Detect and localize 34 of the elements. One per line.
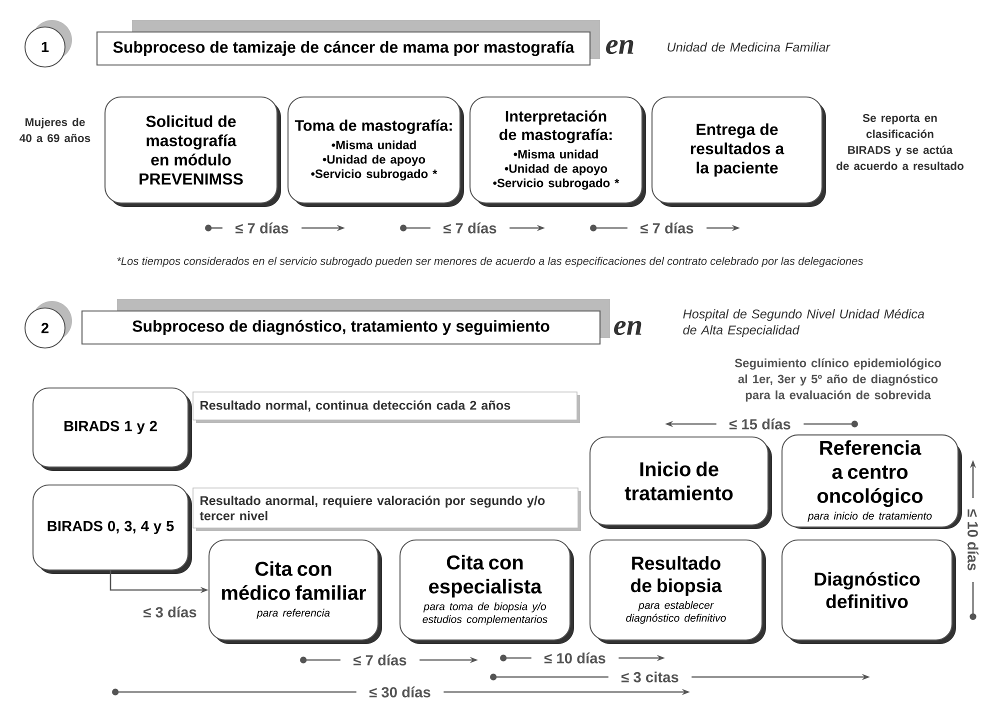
process-box: Diagnóstico definitivo bbox=[781, 539, 956, 644]
process-box: Cita con médico familiar para referencia bbox=[208, 539, 382, 644]
duration-label: ≤ 7 días bbox=[640, 222, 694, 234]
process-box: Interpretación de mastografía: •Misma unidad •Unidad de apoyo •Servicio subrogado * bbox=[469, 96, 646, 207]
heading-box: Subproceso de tamizaje de cáncer de mama por mastografía bbox=[96, 20, 600, 66]
heading-box: Subproceso de diagnóstico, tratamiento y seguimiento bbox=[81, 299, 610, 345]
side-note: Se reporta en clasificación BIRADS y se actúa de acuerdo a resultado bbox=[836, 114, 964, 170]
process-box: Cita con especialista para toma de biopsia y/o estudios complementarios bbox=[399, 539, 574, 644]
duration-label: ≤ 15 días bbox=[729, 418, 790, 430]
script-word: en bbox=[614, 320, 642, 336]
footnote: *Los tiempos considerados en el servicio subrogado pueden ser menores de acuerdo a las especificaciones del contrato celebrado por las delegaciones bbox=[117, 256, 864, 268]
place-label: Unidad de Medicina Familiar bbox=[668, 42, 830, 52]
duration-label: ≤ 7 días bbox=[354, 654, 406, 666]
process-box: BIRADS 1 y 2 bbox=[32, 387, 192, 471]
process-box: Resultado de biopsia para establecer diagnóstico definitivo bbox=[589, 539, 766, 644]
side-note: Mujeres de 40 a 69 años bbox=[20, 118, 90, 142]
process-box: Referencia a centro oncológico para inicio de tratamiento bbox=[781, 434, 962, 529]
process-box: BIRADS 0, 3, 4 y 5 bbox=[32, 484, 192, 574]
duration-label: ≤ 10 días bbox=[968, 509, 978, 570]
script-word: en bbox=[606, 40, 634, 54]
process-box: Toma de mastografía: •Misma unidad •Unidad de apoyo •Servicio subrogado * bbox=[287, 96, 464, 207]
edge-label: ≤ 3 días bbox=[142, 605, 198, 619]
follow-up-note: Seguimiento clínico epidemiológico al 1er, 3er y 5º año de diagnóstico para la evaluación de sobrevida bbox=[734, 358, 941, 402]
process-box: Solicitud de mastografía en módulo PREVENIMSS bbox=[104, 96, 281, 207]
place-label: Hospital de Segundo Nivel Unidad Médica de Alta Especialidad bbox=[683, 309, 924, 337]
note-box: Resultado normal, continua detección cada 2 años bbox=[192, 392, 580, 423]
process-box: Inicio de tratamiento bbox=[589, 436, 772, 529]
note-box: Resultado anormal, requiere valoración por segundo y/o tercer nivel bbox=[192, 488, 581, 531]
duration-label: ≤ 7 días bbox=[444, 222, 496, 234]
duration-label: ≤ 10 días bbox=[544, 652, 606, 664]
duration-label: ≤ 30 días bbox=[369, 686, 430, 698]
duration-label: ≤ 3 citas bbox=[621, 672, 678, 682]
duration-label: ≤ 7 días bbox=[236, 222, 288, 234]
process-box: Entrega de resultados a la paciente bbox=[651, 96, 826, 207]
